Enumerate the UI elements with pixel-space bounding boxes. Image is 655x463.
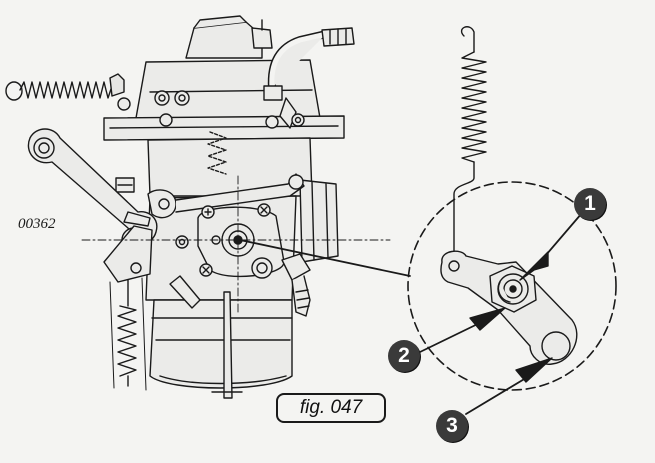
callout-1: 1 — [574, 188, 606, 220]
figure-label: fig. 047 — [276, 393, 386, 423]
internal-spring — [207, 131, 227, 175]
callout-leader-3 — [465, 357, 553, 415]
detail-view — [407, 26, 617, 391]
part-code-label: 00362 — [18, 216, 56, 232]
throttle-lever-arm — [27, 128, 158, 283]
left-tension-spring — [5, 73, 125, 101]
centre-lines — [81, 175, 391, 313]
callout-3: 3 — [436, 410, 468, 442]
callout-leader-2 — [419, 307, 506, 353]
lower-return-spring — [109, 277, 147, 391]
choke-linkage — [123, 173, 305, 249]
fuel-inlet-pipes — [251, 19, 355, 129]
detail-leader-line — [239, 239, 411, 277]
cover-bolts — [115, 90, 305, 193]
detail-return-spring — [453, 26, 487, 259]
detail-throttle-nut — [489, 265, 537, 313]
callout-leader-1 — [519, 205, 589, 281]
idle-screw — [169, 253, 311, 399]
callout-2: 2 — [388, 340, 420, 372]
